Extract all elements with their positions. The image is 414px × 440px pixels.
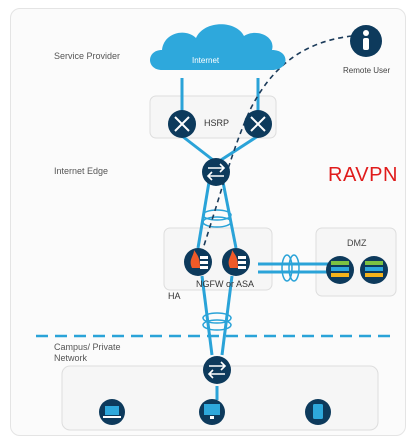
switch-icon-campus — [203, 356, 231, 384]
ravpn-label: RAVPN — [328, 164, 398, 186]
server-icon-1 — [326, 256, 354, 284]
router-icon-right — [244, 110, 272, 138]
switch-icon-edge — [202, 158, 230, 186]
desktop-icon — [199, 399, 225, 425]
hsrp-label: HSRP — [204, 118, 230, 128]
ngfw-box — [163, 227, 273, 291]
lag-ellipses — [202, 209, 300, 331]
tablet-icon — [305, 399, 331, 425]
remote-user-label: Remote User — [343, 66, 391, 75]
campus-network-label: Campus/ Private Network — [54, 342, 121, 363]
internet-label: Internet — [192, 56, 220, 65]
internet-edge-label: Internet Edge — [54, 166, 109, 176]
user-icon — [350, 25, 382, 57]
laptop-icon — [99, 399, 125, 425]
firewall-icon-1 — [184, 248, 212, 276]
cloud-icon — [150, 24, 286, 70]
server-icon-2 — [360, 256, 388, 284]
router-icon-left — [168, 110, 196, 138]
vpn-tunnel-path — [199, 35, 353, 259]
link-lines — [180, 78, 330, 400]
dmz-label: DMZ — [347, 238, 367, 248]
ha-label: HA — [168, 291, 181, 301]
ngfw-asa-label: NGFW or ASA — [196, 279, 255, 289]
firewall-icon-2 — [222, 248, 250, 276]
service-provider-label: Service Provider — [54, 51, 121, 61]
